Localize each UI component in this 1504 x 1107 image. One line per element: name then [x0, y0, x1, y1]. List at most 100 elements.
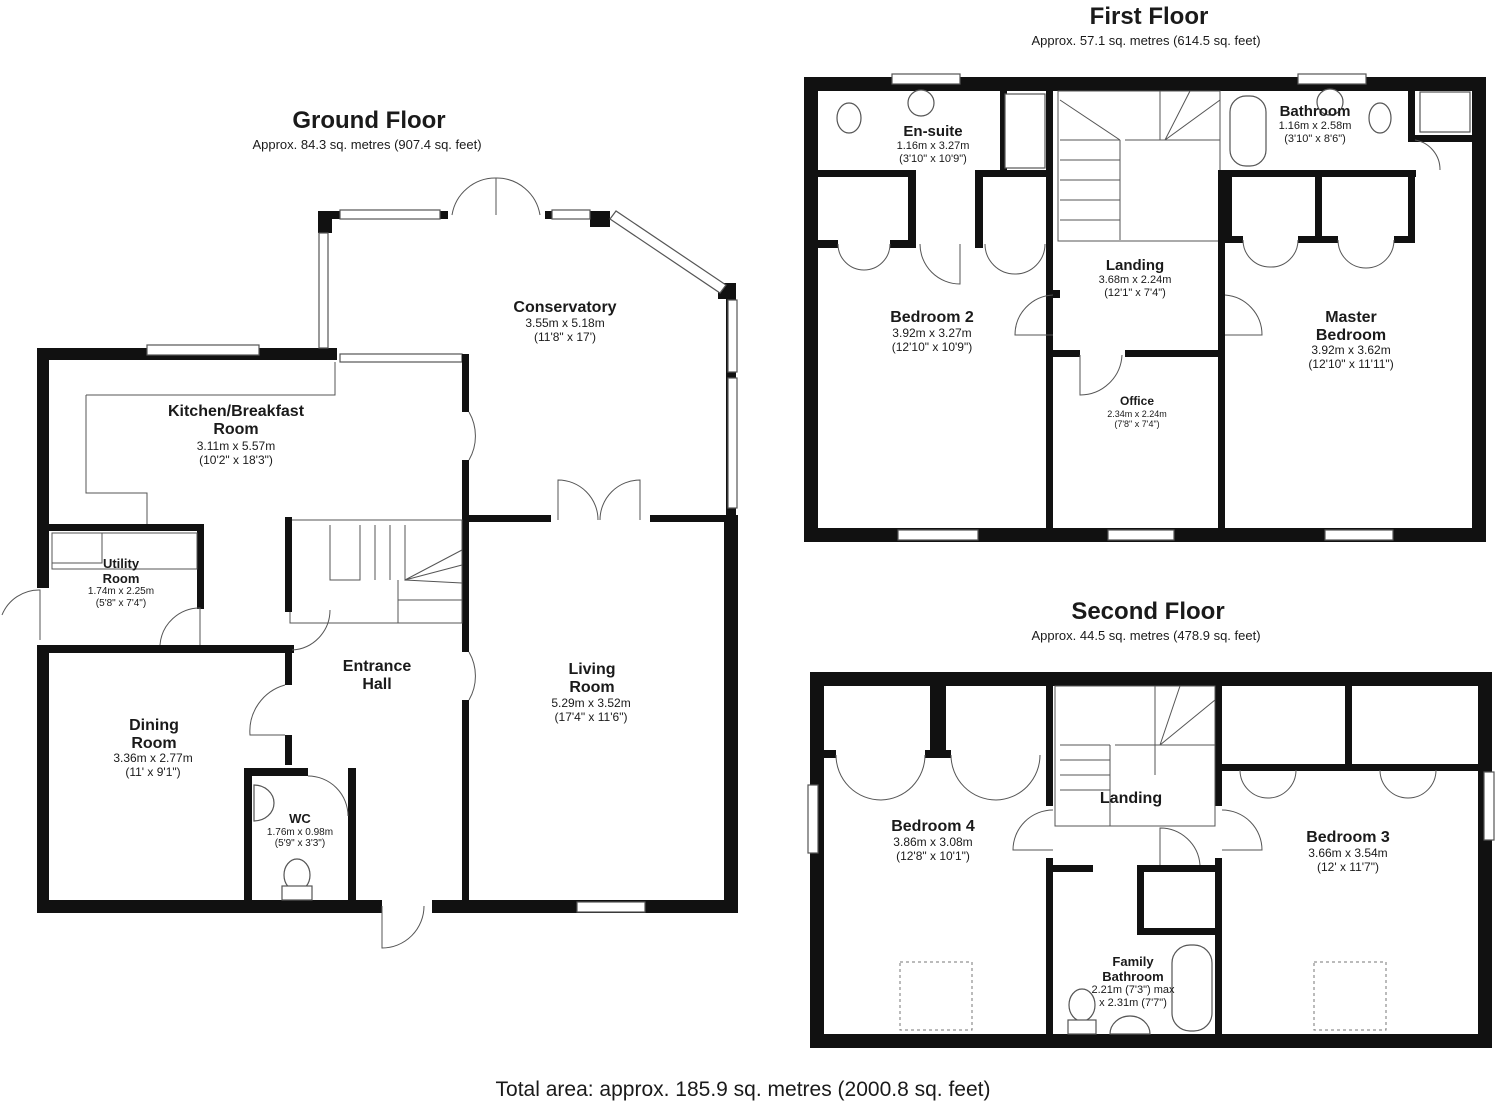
wall — [1046, 290, 1060, 298]
wall — [37, 645, 49, 913]
room-dim-metric: 3.86m x 3.08m — [893, 835, 973, 850]
wall — [1125, 350, 1225, 357]
wall — [1140, 865, 1215, 872]
window — [339, 209, 441, 220]
window — [551, 209, 591, 220]
wall — [1137, 928, 1215, 935]
room-name: Landing — [1099, 790, 1163, 807]
wall — [1137, 865, 1144, 933]
wall — [650, 515, 730, 522]
room-name: En-suite — [903, 123, 963, 140]
room-dim-metric: 1.74m x 2.25m — [87, 586, 155, 597]
room-dim-imperial: (11'8" x 17') — [534, 330, 596, 345]
door-swing — [1221, 809, 1263, 851]
bath — [1229, 95, 1267, 167]
door-swing — [249, 684, 286, 736]
wall — [1472, 77, 1486, 542]
wall — [925, 750, 951, 758]
window — [576, 901, 646, 913]
door-swing — [307, 775, 349, 817]
room-name: Conservatory — [513, 299, 617, 316]
wall — [818, 170, 908, 177]
wall — [1000, 91, 1007, 171]
wall — [1478, 672, 1492, 1048]
first-floor-title: First Floor — [1089, 3, 1209, 30]
second-floor-title: Second Floor — [1071, 598, 1225, 625]
room-bedroom-2: Bedroom 2 3.92m x 3.27m (12'10" x 10'9") — [890, 309, 974, 355]
room-dim-imperial: x 2.31m (7'7") — [1099, 996, 1167, 1009]
ground-floor-area: Approx. 84.3 sq. metres (907.4 sq. feet) — [252, 137, 482, 152]
basin — [1109, 1015, 1151, 1035]
stair-treads — [329, 525, 463, 623]
room-dim-metric: 3.36m x 2.77m — [113, 751, 193, 765]
room-dim-metric: 2.21m (7'3") max — [1091, 984, 1175, 996]
window — [339, 353, 463, 363]
wardrobe-door — [1242, 239, 1299, 268]
room-utility-dims: 1.74m x 2.25m (5'8" x 7'4") — [88, 586, 154, 609]
room-living: Living Room — [562, 661, 622, 698]
basin — [907, 89, 935, 117]
wall — [1225, 236, 1243, 243]
wall — [285, 600, 292, 612]
wall — [462, 522, 469, 652]
room-dim-metric: 3.66m x 3.54m — [1308, 846, 1388, 861]
room-bedroom-4: Bedroom 4 3.86m x 3.08m (12'8" x 10'1") — [891, 818, 975, 864]
room-dim-metric: 3.11m x 5.57m — [196, 438, 276, 453]
door-swing — [1079, 354, 1123, 396]
wall — [1046, 858, 1053, 1038]
wall — [462, 460, 469, 522]
wall — [590, 211, 610, 227]
room-dim-imperial: (5'8" x 7'4") — [95, 597, 147, 609]
room-dim-metric: 1.16m x 3.27m — [896, 140, 970, 153]
room-name: Entrance Hall — [342, 658, 412, 694]
basin — [253, 784, 275, 822]
wall — [890, 240, 916, 248]
window — [1297, 73, 1367, 85]
room-bedroom-3: Bedroom 3 3.66m x 3.54m (12' x 11'7") — [1306, 829, 1390, 875]
door-swing — [1414, 139, 1441, 171]
room-master-dims: 3.92m x 3.62m (12'10" x 11'11") — [1308, 343, 1394, 372]
room-name: Family Bathroom — [1102, 954, 1164, 984]
room-kitchen: Kitchen/Breakfast Room 3.11m x 5.57m (10… — [161, 403, 311, 467]
door-swing — [1224, 294, 1263, 336]
door-swing — [291, 609, 331, 651]
door-swing — [1012, 809, 1054, 851]
room-master-bedroom: Master Bedroom — [1296, 309, 1406, 346]
room-name: Dining Room — [129, 717, 179, 753]
room-dim-imperial: (12'10" x 10'9") — [891, 340, 973, 355]
room-dim-imperial: (12'10" x 11'11") — [1308, 356, 1394, 371]
door-swing — [159, 607, 201, 646]
wall — [908, 170, 916, 248]
room-name: WC — [289, 811, 311, 826]
window — [1324, 529, 1394, 541]
wall — [810, 1034, 1492, 1048]
roof-window — [1313, 961, 1387, 1031]
room-ensuite: En-suite 1.16m x 3.27m (3'10" x 10'9") — [897, 123, 970, 166]
room-dim-metric: 1.76m x 0.98m — [266, 826, 334, 838]
room-name: Bedroom 2 — [890, 309, 974, 326]
room-name: Bedroom 3 — [1306, 829, 1390, 846]
room-family-bathroom-dims: 2.21m (7'3") max x 2.31m (7'7") — [1091, 984, 1174, 1009]
room-landing-second: Landing — [1100, 790, 1162, 808]
room-name: Living Room — [568, 661, 616, 697]
wall — [37, 348, 49, 588]
room-dim-imperial: (7'8" x 7'4") — [1114, 419, 1160, 430]
wardrobe-door — [984, 243, 1046, 275]
wall — [469, 515, 551, 522]
wall — [1298, 236, 1338, 243]
first-floor-plan — [804, 73, 1486, 542]
room-living-dims: 5.29m x 3.52m (17'4" x 11'6") — [551, 696, 630, 725]
room-dim-imperial: (17'4" x 11'6") — [554, 709, 628, 724]
cupboard — [1419, 91, 1471, 133]
room-name: Kitchen/Breakfast Room — [167, 403, 305, 439]
wall — [244, 768, 252, 906]
door-swing — [1014, 294, 1054, 336]
wall — [1225, 177, 1232, 243]
room-dining-dims: 3.36m x 2.77m (11' x 9'1") — [113, 751, 193, 780]
wall — [462, 700, 469, 905]
door-swing — [1159, 827, 1201, 866]
wall — [810, 672, 824, 1048]
second-floor-plan — [807, 672, 1495, 1048]
wall — [818, 240, 838, 248]
wall — [1408, 135, 1472, 142]
